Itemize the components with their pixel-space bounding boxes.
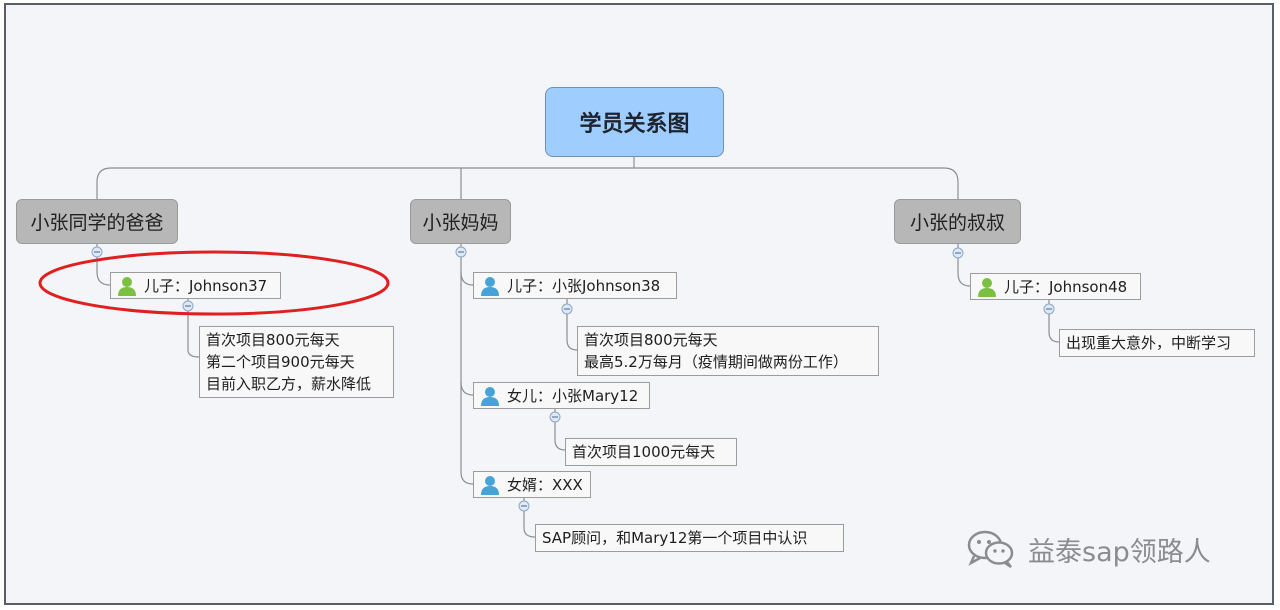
note-node[interactable]: 首次项目1000元每天: [565, 438, 737, 466]
root-node[interactable]: 学员关系图: [545, 87, 724, 157]
person-icon: [481, 475, 499, 495]
person-icon: [978, 277, 996, 297]
branch-node-uncle[interactable]: 小张的叔叔: [894, 199, 1021, 244]
person-node-son-johnson38[interactable]: 儿子：小张Johnson38: [473, 272, 677, 299]
wechat-icon: [967, 530, 1014, 569]
person-node-son-in-law[interactable]: 女婿：XXX: [473, 471, 591, 498]
person-icon: [481, 386, 499, 406]
watermark: 益泰sap领路人: [966, 529, 1211, 569]
note-node[interactable]: 出现重大意外，中断学习: [1059, 329, 1255, 357]
watermark-text: 益泰sap领路人: [1028, 536, 1211, 568]
note-node[interactable]: 首次项目800元每天 最高5.2万每月（疫情期间做两份工作）: [577, 326, 879, 376]
branch-node-dad[interactable]: 小张同学的爸爸: [16, 199, 178, 244]
note-node[interactable]: 首次项目800元每天 第二个项目900元每天 目前入职乙方，薪水降低: [199, 326, 394, 398]
note-line: SAP顾问，和Mary12第一个项目中认识: [542, 529, 808, 547]
note-line: 出现重大意外，中断学习: [1066, 334, 1232, 352]
person-node-son-johnson48[interactable]: 儿子：Johnson48: [970, 273, 1141, 300]
person-label: 儿子：Johnson37: [144, 277, 268, 295]
person-icon: [481, 276, 499, 296]
person-node-son-johnson37[interactable]: 儿子：Johnson37: [110, 272, 281, 299]
person-icon: [118, 276, 136, 296]
note-node[interactable]: SAP顾问，和Mary12第一个项目中认识: [535, 524, 844, 552]
person-label: 儿子：Johnson48: [1004, 278, 1128, 296]
person-label: 女婿：XXX: [507, 476, 583, 494]
note-line: 第二个项目900元每天: [206, 353, 355, 371]
note-line: 最高5.2万每月（疫情期间做两份工作）: [584, 353, 848, 371]
note-line: 首次项目1000元每天: [572, 443, 716, 461]
note-line: 首次项目800元每天: [584, 331, 718, 349]
person-node-daughter-mary12[interactable]: 女儿：小张Mary12: [473, 382, 650, 409]
note-line: 首次项目800元每天: [206, 331, 340, 349]
person-label: 女儿：小张Mary12: [507, 387, 639, 405]
branch-node-mom[interactable]: 小张妈妈: [410, 199, 511, 244]
person-label: 儿子：小张Johnson38: [507, 277, 661, 295]
note-line: 目前入职乙方，薪水降低: [206, 375, 372, 393]
